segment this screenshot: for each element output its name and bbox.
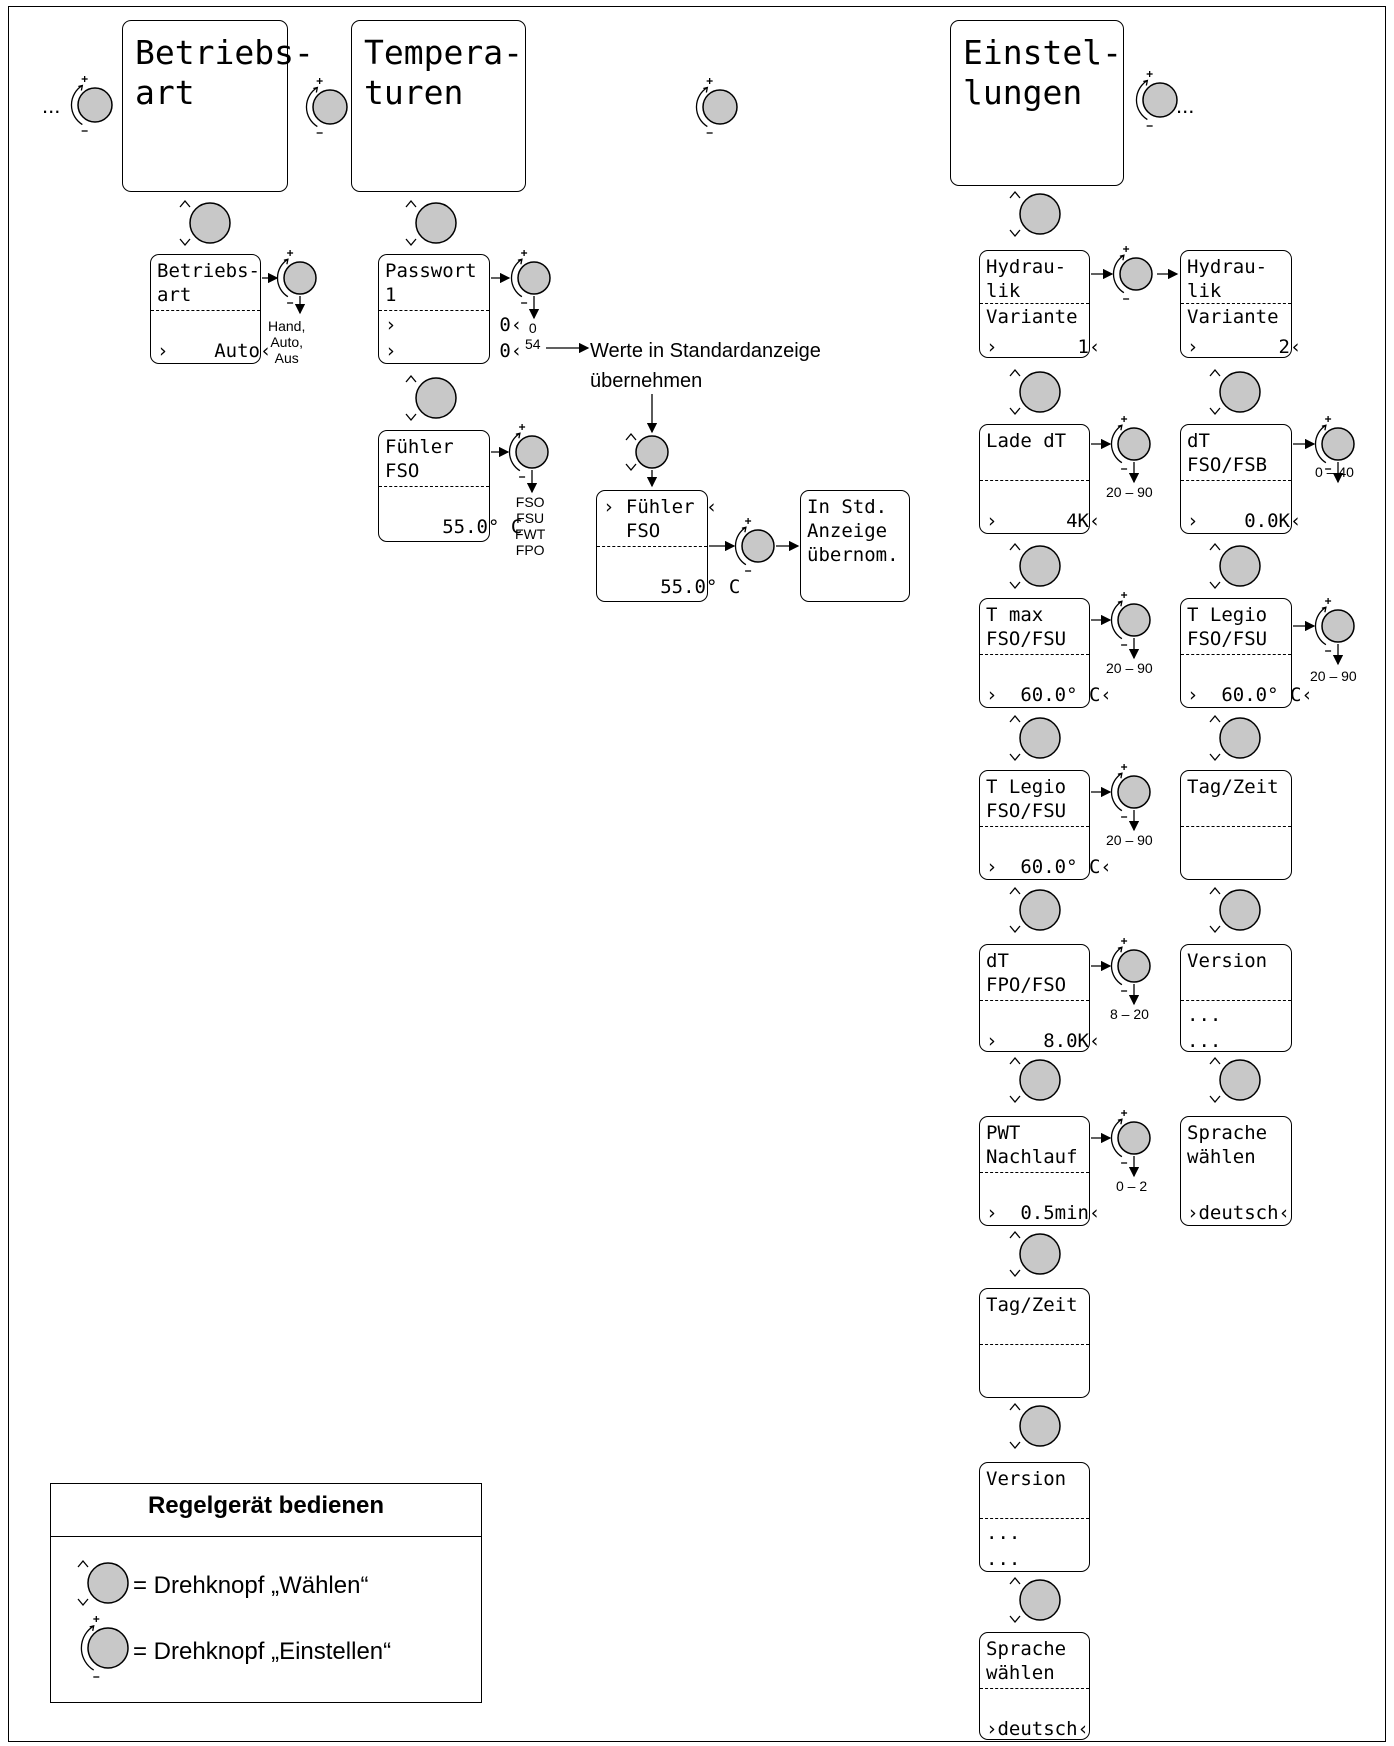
select-knob-col1-6[interactable] [1009, 1402, 1061, 1450]
select-knob-fuehler[interactable] [405, 374, 457, 422]
adjust-knob-fuehler[interactable] [508, 424, 549, 478]
select-knob-col2-2[interactable] [1209, 714, 1261, 762]
menu-temperaturen-box: Tempera- turen [351, 20, 526, 192]
legend-select-text: = Drehknopf „Wählen“ [133, 1572, 369, 1599]
range-hand-auto-aus: Hand, Auto, Aus [268, 318, 306, 366]
select-knob-col1-1[interactable] [1009, 542, 1061, 590]
adjust-knob-col1-4[interactable] [1110, 1110, 1151, 1164]
legend-box: Regelgerät bedienen = Drehknopf „Wählen“… [50, 1483, 482, 1703]
menu-einstellungen-label: Einstel- lungen [963, 33, 1122, 112]
ellipsis-left: ... [42, 93, 61, 118]
menu-temperaturen-label: Tempera- turen [364, 33, 523, 112]
select-knob-betriebsart[interactable] [179, 199, 231, 247]
select-knob-col1-2[interactable] [1009, 714, 1061, 762]
range-pwt: 0 – 2 [1116, 1178, 1148, 1194]
menu-betriebsart-box: Betriebs- art [122, 20, 314, 192]
adjust-knob-col1-1[interactable] [1110, 592, 1151, 646]
display-version-2: Version...... [1180, 944, 1292, 1052]
select-knob-col2-0[interactable] [1209, 368, 1261, 416]
select-knob-col1-5[interactable] [1009, 1230, 1061, 1278]
menu-betriebsart-label: Betriebs- art [135, 33, 314, 112]
select-knob-col2-4[interactable] [1209, 1056, 1261, 1104]
range-fuehler: FSO FSU FWT FPO [515, 494, 546, 558]
adjust-knob-betriebsart[interactable] [276, 250, 317, 304]
select-knob-col1-7[interactable] [1009, 1576, 1061, 1624]
display-tag-zeit-1: Tag/Zeit [979, 1288, 1090, 1398]
select-knob-fuehler-std[interactable] [625, 432, 669, 472]
display-version-1: Version...... [979, 1462, 1090, 1572]
legend-title: Regelgerät bedienen [147, 1492, 385, 1519]
select-knob-einstellungen[interactable] [1009, 190, 1061, 238]
select-knob-col1-3[interactable] [1009, 886, 1061, 934]
select-knob-col2-1[interactable] [1209, 542, 1261, 590]
select-knob-col2-3[interactable] [1209, 886, 1261, 934]
range-passwort: 0 54 [525, 320, 541, 352]
adjust-knob-hydraulik[interactable] [1112, 246, 1153, 300]
adjust-knob-top-4[interactable] [1135, 71, 1178, 127]
diagram-frame [8, 6, 1386, 1742]
adjust-knob-col1-0[interactable] [1110, 416, 1151, 470]
legend-adjust-knob[interactable] [80, 1616, 129, 1678]
range-t-legio-1: 20 – 90 [1106, 832, 1153, 848]
range-dt-fpo: 8 – 20 [1110, 1006, 1149, 1022]
adjust-knob-fuehler-std[interactable] [734, 518, 775, 572]
adjust-knob-top-3[interactable] [695, 78, 738, 134]
menu-einstellungen-box: Einstel- lungen [950, 20, 1124, 186]
annotation-werte-uebernehmen: Werte in Standardanzeige übernehmen [590, 340, 821, 392]
display-lade-dt: Lade dT› 4K‹ [979, 424, 1100, 534]
adjust-knob-passwort[interactable] [510, 250, 551, 304]
adjust-knob-top-2[interactable] [305, 78, 348, 134]
adjust-knob-col2-1[interactable] [1314, 598, 1355, 652]
adjust-knob-col2-0[interactable] [1314, 416, 1355, 470]
ellipsis-right: ... [1176, 93, 1195, 118]
adjust-knob-col1-2[interactable] [1110, 764, 1151, 818]
select-knob-temperaturen[interactable] [405, 199, 457, 247]
adjust-knob-top-1[interactable] [70, 76, 113, 132]
display-tag-zeit-2: Tag/Zeit [1180, 770, 1292, 880]
select-knob-col1-4[interactable] [1009, 1056, 1061, 1104]
select-knob-col1-0[interactable] [1009, 368, 1061, 416]
display-fuehler-standard: › Fühler ‹ FSO 55.0° C [596, 490, 740, 602]
range-t-max: 20 – 90 [1106, 660, 1153, 676]
adjust-knob-col1-3[interactable] [1110, 938, 1151, 992]
display-betriebsart: Betriebs-art› Auto‹ [150, 254, 271, 364]
range-lade-dt: 20 – 90 [1106, 484, 1153, 500]
legend-adjust-text: = Drehknopf „Einstellen“ [133, 1638, 392, 1665]
legend-select-knob[interactable] [77, 1559, 129, 1607]
range-t-legio-2: 20 – 90 [1310, 668, 1357, 684]
